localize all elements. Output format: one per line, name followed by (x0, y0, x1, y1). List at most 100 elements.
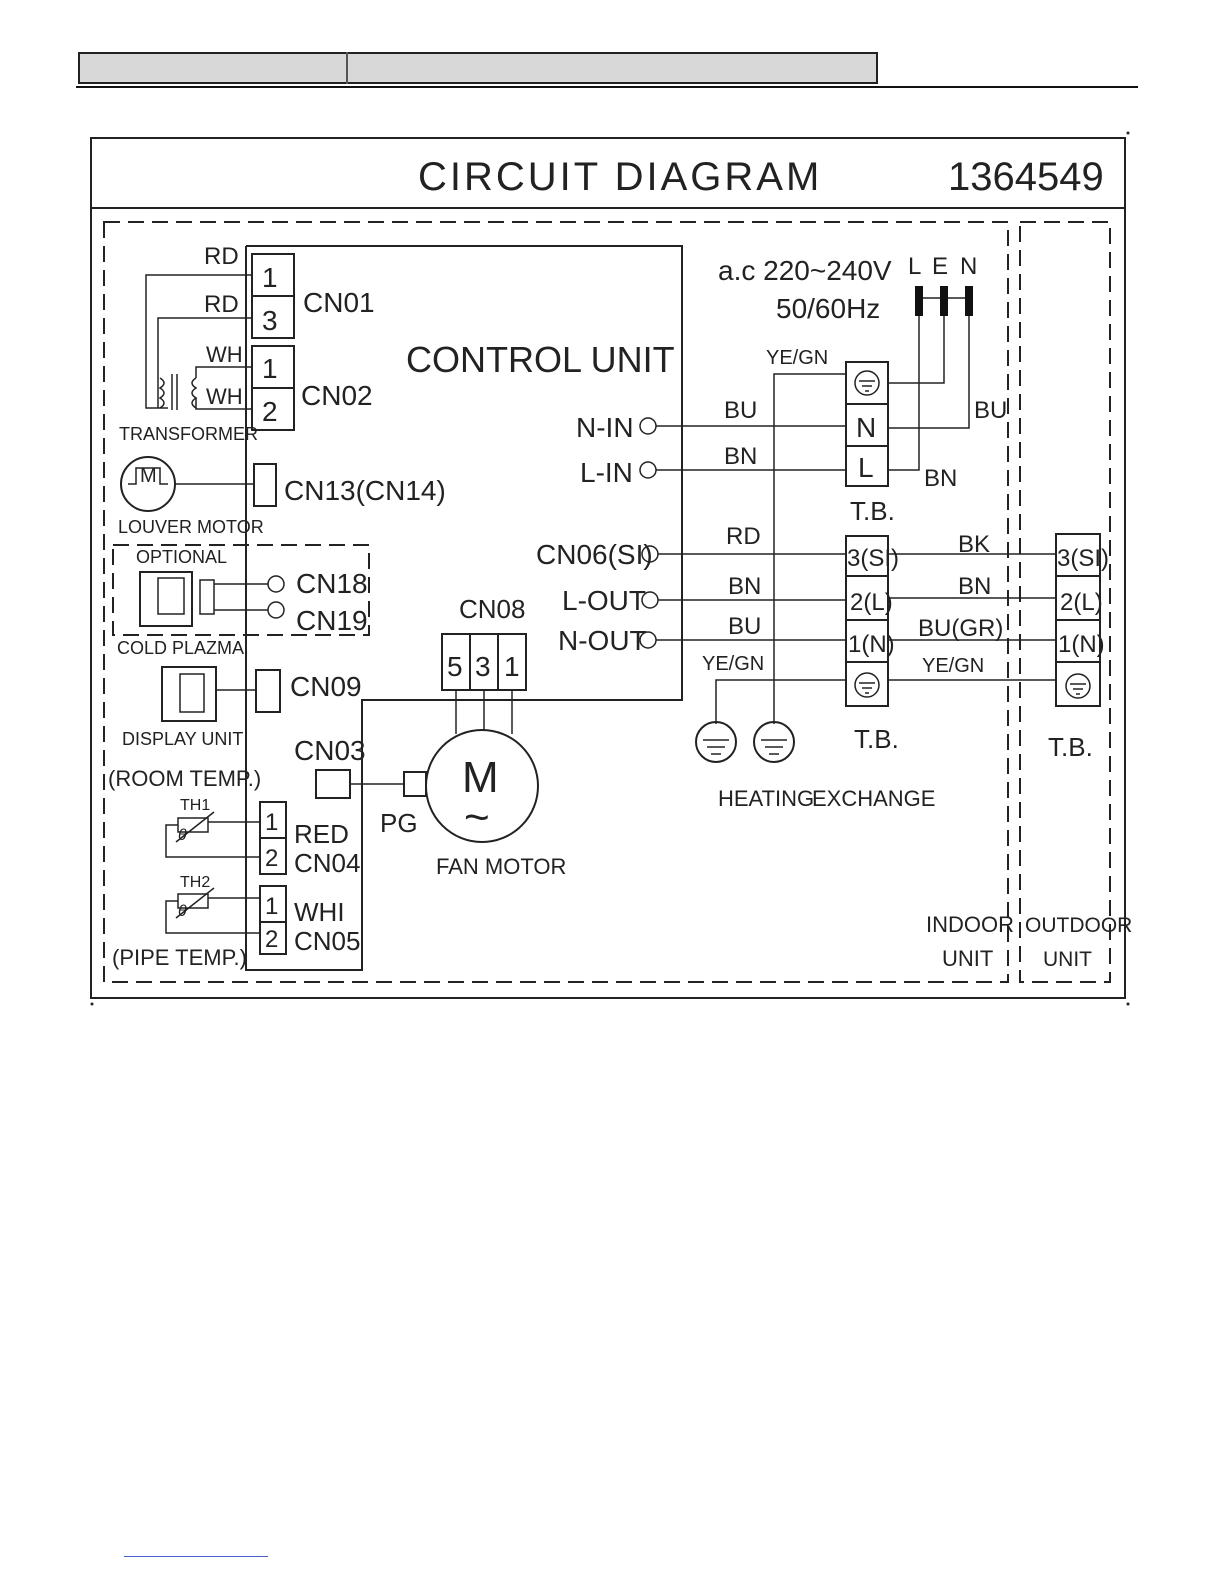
supply-n-wire (888, 316, 970, 429)
cn04-color-label: RED (294, 819, 349, 849)
l-in-label: L-IN (580, 457, 633, 488)
supply-e-plug (940, 286, 948, 316)
corner-mark-3 (90, 1002, 94, 1006)
tb-n-label: N (856, 412, 876, 443)
l-out-wire-label: BN (728, 573, 761, 600)
tb-power-label: T.B. (850, 496, 895, 526)
cn05-pin-1-label: 1 (265, 893, 278, 920)
n-in-terminal (639, 417, 657, 435)
indoor-unit-label-2: UNIT (942, 946, 993, 971)
supply-l-plug (915, 286, 923, 316)
outdoor-unit-boundary (1019, 221, 1111, 983)
cn05-label: CN05 (294, 926, 360, 956)
supply-l-wire-label: BN (924, 465, 957, 492)
cn03-label: CN03 (294, 735, 366, 766)
pipe-temp-label: (PIPE TEMP.) (112, 945, 247, 970)
cn05-pin-2-label: 2 (265, 926, 278, 953)
outdoor-unit-label-2: UNIT (1043, 948, 1092, 971)
th2-arrow (175, 887, 215, 919)
l-in-terminal (639, 461, 657, 479)
fan-motor-symbol (425, 729, 539, 843)
n-in-label: N-IN (576, 412, 634, 443)
cn08-pin-1-label: 1 (504, 651, 520, 682)
tb-2l-label: 2(L) (850, 589, 893, 616)
indoor-unit-label-1: INDOOR (926, 912, 1014, 937)
heating-ground-wire (715, 679, 846, 724)
fan-motor-label: FAN MOTOR (436, 854, 566, 879)
tb-ground-terminal (845, 361, 889, 405)
footer-link-underline[interactable] (124, 1556, 268, 1557)
optional-label: OPTIONAL (136, 547, 227, 567)
link-2l-wire-label: BN (958, 573, 991, 600)
th1-wire-2 (165, 824, 260, 858)
cn01-wire-1 (145, 274, 252, 409)
cn01-pin-3 (251, 295, 295, 339)
cn13-connector (253, 463, 277, 507)
cn09-label: CN09 (290, 671, 362, 702)
supply-e-wire (888, 316, 945, 384)
cn08-pin-3-label: 3 (475, 651, 491, 682)
supply-frequency: 50/60Hz (776, 293, 880, 324)
th1-theta: θ (178, 827, 187, 844)
th2-wire-2 (165, 900, 260, 934)
supply-l-wire (888, 316, 920, 471)
cold-plazma-body (139, 571, 193, 627)
n-in-wire-label: BU (724, 397, 757, 424)
fan-motor-tilde: ~ (464, 793, 490, 842)
outdoor-1n-label: 1(N) (1058, 631, 1105, 658)
cn02-label: CN02 (301, 380, 373, 411)
ground-wire-label: YE/GN (766, 347, 828, 369)
diagram-title: CIRCUIT DIAGRAM (418, 155, 822, 199)
optional-boundary (112, 544, 370, 636)
louver-motor-label: LOUVER MOTOR (118, 517, 264, 537)
cn19-label: CN19 (296, 605, 368, 636)
cn05-pin-2 (259, 921, 287, 955)
cn04-pin-1-label: 1 (265, 809, 278, 836)
supply-l-label: L (908, 253, 921, 280)
control-unit-label: CONTROL UNIT (406, 339, 675, 380)
heating-ground-symbol (695, 721, 737, 763)
wire-wh-2: WH (206, 384, 243, 409)
supply-n-plug (965, 286, 973, 316)
cn19-terminal (267, 601, 285, 619)
tb-l-terminal (845, 445, 889, 487)
supply-voltage: a.c 220~240V (718, 255, 892, 286)
l-out-label: L-OUT (562, 585, 646, 616)
cn01-pin-3-label: 3 (262, 305, 278, 336)
outdoor-ground-icon (1065, 673, 1091, 699)
exchange-ground-symbol (753, 721, 795, 763)
cn09-connector (255, 669, 281, 713)
cn01-wire-3 (157, 317, 252, 408)
display-unit-label: DISPLAY UNIT (122, 729, 243, 749)
link-ground-wire-label: YE/GN (922, 655, 984, 677)
cn08-pin-5-label: 5 (447, 651, 463, 682)
outdoor-2l-label: 2(L) (1060, 589, 1103, 616)
cold-plazma-core (157, 577, 185, 615)
header-rule (76, 86, 1138, 88)
cn01-pin-1-label: 1 (262, 262, 278, 293)
th1-arrow (175, 811, 215, 843)
pg-label: PG (380, 808, 418, 838)
cn13-label: CN13(CN14) (284, 475, 446, 506)
tb-l-label: L (858, 452, 874, 483)
wire-rd-2: RD (204, 291, 239, 318)
wire-rd-1: RD (204, 243, 239, 270)
cn18-terminal (267, 575, 285, 593)
cn01-label: CN01 (303, 287, 375, 318)
tb-link-ground-terminal (845, 661, 889, 707)
tb-ground-icon (854, 370, 880, 396)
cn06-wire-label: RD (726, 523, 761, 550)
l-in-wire-label: BN (724, 443, 757, 470)
supply-n-wire-label: BU (974, 397, 1007, 424)
control-unit-board (245, 245, 683, 971)
display-unit-body (161, 666, 217, 722)
indoor-unit-boundary (103, 221, 1009, 983)
cn05-color-label: WHI (294, 897, 345, 927)
louver-motor-waveform (128, 467, 168, 485)
outdoor-unit-label-1: OUTDOOR (1025, 914, 1132, 937)
cn04-pin-2-label: 2 (265, 845, 278, 872)
tb-link-ground-icon (854, 672, 880, 698)
cn04-pin-2 (259, 837, 287, 875)
th2-label: TH2 (180, 874, 210, 891)
